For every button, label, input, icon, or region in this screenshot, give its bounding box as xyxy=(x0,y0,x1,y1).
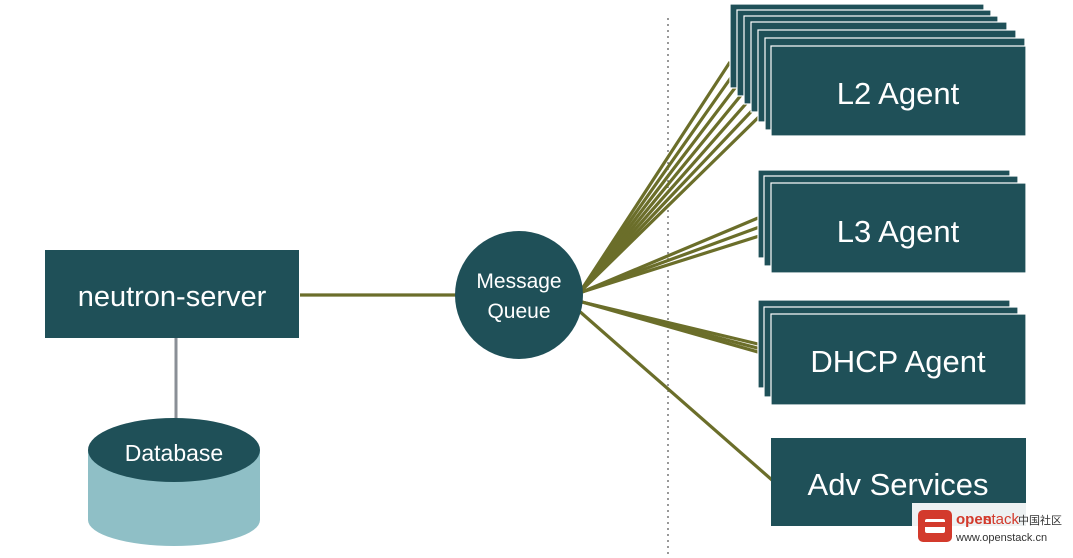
database-label: Database xyxy=(125,440,223,466)
queue-to-l2-link xyxy=(578,61,732,293)
watermark-brand-stack: stack xyxy=(984,511,1020,528)
neutron-server-box xyxy=(45,250,299,338)
mq-connectors xyxy=(300,61,774,482)
watermark-url: www.openstack.cn xyxy=(955,532,1047,544)
neutron-server-node: neutron-server xyxy=(45,250,299,338)
openstack-logo-icon xyxy=(918,510,952,542)
message-queue-label-line2: Queue xyxy=(487,300,550,323)
queue-to-l2-link xyxy=(578,88,760,294)
dhcp-agent-label: DHCP Agent xyxy=(810,344,986,379)
adv-services-label: Adv Services xyxy=(808,467,989,502)
dhcp-agent-stack: DHCP Agent xyxy=(757,299,1027,406)
message-queue-node: Message Queue xyxy=(455,231,583,359)
message-queue-circle xyxy=(455,231,583,359)
l2-agent-stack: L2 Agent xyxy=(729,3,1027,137)
queue-to-l2-link xyxy=(578,95,767,294)
queue-to-adv-link xyxy=(576,308,774,482)
queue-to-l2-link xyxy=(578,75,746,293)
l3-agent-label: L3 Agent xyxy=(837,214,960,249)
database-node: Database xyxy=(88,418,260,546)
queue-to-dhcp-link xyxy=(581,300,773,358)
queue-to-l3-link xyxy=(581,230,773,294)
dhcp-agent-card xyxy=(770,313,1027,406)
l3-agent-stack: L3 Agent xyxy=(757,169,1027,274)
watermark-brand-open: open xyxy=(956,511,992,528)
neutron-server-label: neutron-server xyxy=(78,281,267,313)
queue-to-l2-link xyxy=(578,81,753,294)
openstack-watermark: open stack 中国社区 www.openstack.cn xyxy=(912,503,1073,558)
l2-agent-label: L2 Agent xyxy=(837,76,960,111)
database-cylinder-top xyxy=(88,418,260,482)
queue-to-l2-link xyxy=(578,68,739,293)
queue-to-l2-link xyxy=(578,102,774,294)
message-queue-label-line1: Message xyxy=(476,270,561,293)
l2-agent-card xyxy=(770,45,1027,137)
watermark-brand-cn: 中国社区 xyxy=(1018,513,1062,527)
l3-agent-card xyxy=(770,182,1027,274)
